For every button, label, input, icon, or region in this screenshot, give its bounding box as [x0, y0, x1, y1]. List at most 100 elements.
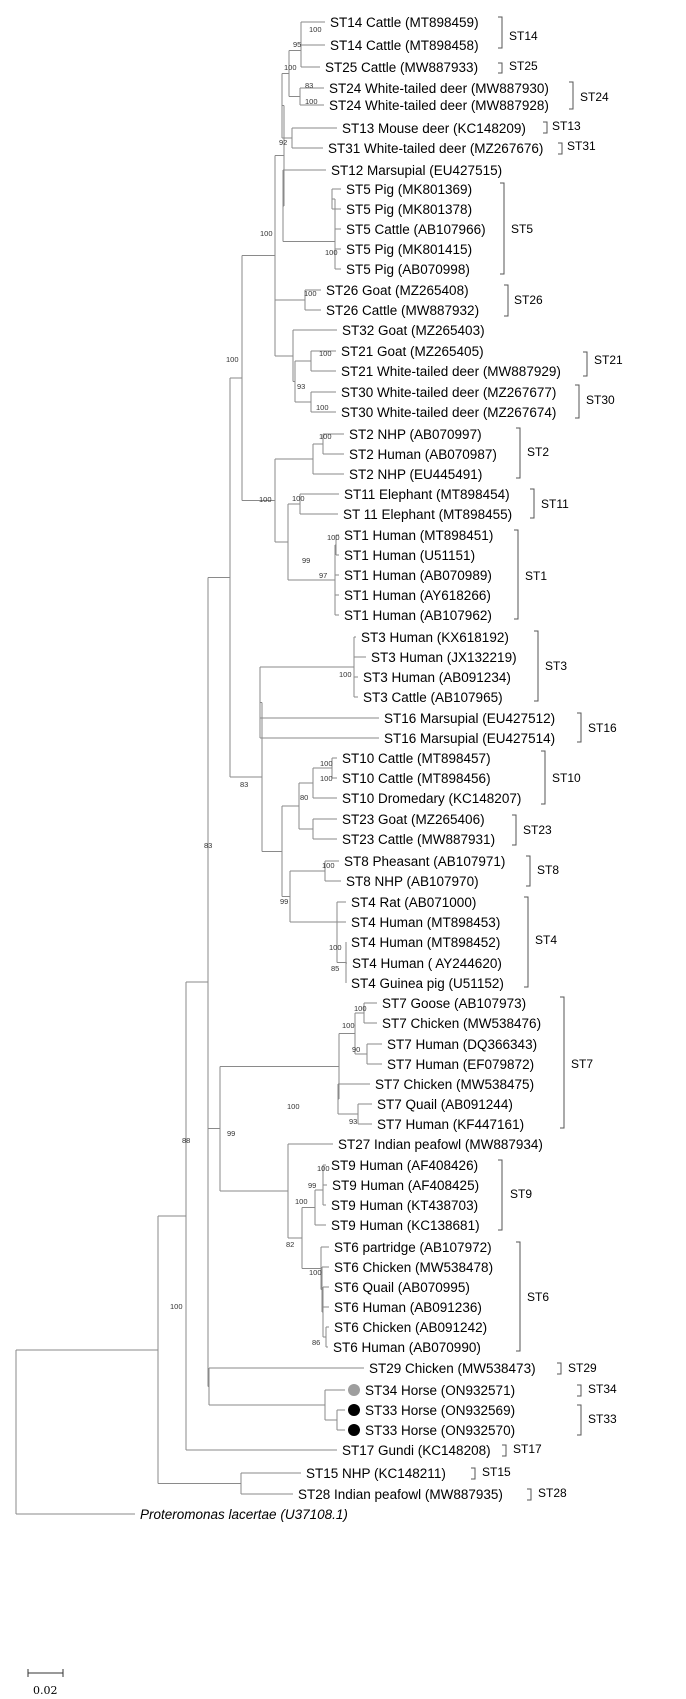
leaf-label: ST33 Horse (ON932569) — [365, 1403, 515, 1418]
leaf-label: ST6 Quail (AB070995) — [334, 1280, 470, 1295]
leaf-label: ST7 Human (DQ366343) — [387, 1037, 537, 1052]
leaf-label: ST9 Human (AF408426) — [331, 1158, 478, 1173]
support-value: 100 — [320, 774, 333, 783]
leaf-label: ST21 White-tailed deer (MW887929) — [341, 364, 561, 379]
support-value: 100 — [170, 1302, 183, 1311]
support-values: 9510010010092100831001001009310010010099… — [170, 25, 367, 1347]
support-value: 100 — [304, 289, 317, 298]
leaf-label: ST6 Chicken (MW538478) — [334, 1260, 493, 1275]
clade-label: ST5 — [511, 222, 533, 236]
clade-bracket — [526, 855, 531, 887]
leaf-label: ST30 White-tailed deer (MZ267677) — [341, 385, 556, 400]
leaf-label: ST9 Human (KC138681) — [331, 1218, 480, 1233]
clade-label: ST1 — [525, 569, 547, 583]
leaf-label: ST29 Chicken (MW538473) — [369, 1361, 536, 1376]
leaf-label: ST14 Cattle (MT898458) — [330, 38, 479, 53]
support-value: 100 — [327, 533, 340, 542]
clade-bracket — [512, 814, 517, 846]
support-value: 100 — [325, 248, 338, 257]
leaf-label: ST10 Cattle (MT898457) — [342, 751, 491, 766]
leaf-label: ST5 Pig (MK801378) — [346, 202, 472, 217]
clade-label: ST17 — [513, 1442, 542, 1456]
support-value: 100 — [226, 355, 239, 364]
clade-label: ST7 — [571, 1057, 593, 1071]
clade-bracket — [514, 529, 519, 620]
scale-bar-label: 0.02 — [33, 1684, 58, 1697]
leaf-label: ST7 Chicken (MW538475) — [375, 1077, 534, 1092]
support-value: 100 — [317, 1164, 330, 1173]
leaf-label: ST6 Human (AB091236) — [334, 1300, 482, 1315]
leaf-label: ST7 Quail (AB091244) — [377, 1097, 513, 1112]
clade-bracket — [516, 427, 521, 479]
support-value: 99 — [308, 1181, 316, 1190]
leaf-label: ST7 Human (EF079872) — [387, 1057, 534, 1072]
clade-bracket — [524, 896, 529, 988]
leaf-label: ST1 Human (AB107962) — [344, 608, 492, 623]
support-value: 86 — [312, 1338, 320, 1347]
clade-label: ST14 — [509, 29, 538, 43]
leaf-label: ST1 Human (AY618266) — [344, 588, 491, 603]
support-value: 80 — [300, 793, 308, 802]
support-value: 88 — [182, 1136, 190, 1145]
leaf-label: ST31 White-tailed deer (MZ267676) — [328, 141, 543, 156]
leaf-marker-dot — [348, 1424, 360, 1436]
support-value: 83 — [305, 81, 313, 90]
support-value: 100 — [339, 670, 352, 679]
clade-bracket — [534, 630, 539, 702]
support-value: 100 — [309, 25, 322, 34]
leaf-label: ST9 Human (KT438703) — [331, 1198, 478, 1213]
leaf-label: ST4 Human (MT898452) — [351, 935, 500, 950]
leaf-label: ST23 Goat (MZ265406) — [342, 812, 485, 827]
leaf-label: ST6 Human (AB070990) — [333, 1340, 481, 1355]
leaf-label: ST2 NHP (EU445491) — [349, 467, 482, 482]
support-value: 83 — [240, 780, 248, 789]
clade-label: ST33 — [588, 1412, 617, 1426]
support-value: 100 — [316, 403, 329, 412]
leaf-label: ST13 Mouse deer (KC148209) — [342, 121, 526, 136]
leaf-markers — [348, 1384, 360, 1436]
leaf-label: ST3 Human (JX132219) — [371, 650, 517, 665]
clade-bracket — [527, 1488, 532, 1501]
leaf-label: ST8 Pheasant (AB107971) — [344, 854, 505, 869]
support-value: 100 — [260, 229, 273, 238]
support-value: 100 — [305, 97, 318, 106]
support-value: 100 — [309, 1268, 322, 1277]
leaf-label: ST33 Horse (ON932570) — [365, 1423, 515, 1438]
support-value: 95 — [293, 40, 301, 49]
clade-bracket — [502, 1444, 507, 1457]
clade-bracket — [583, 351, 588, 377]
leaf-label: ST26 Goat (MZ265408) — [326, 283, 469, 298]
leaf-label: ST23 Cattle (MW887931) — [342, 832, 495, 847]
clade-label: ST16 — [588, 721, 617, 735]
leaf-label: ST7 Goose (AB107973) — [382, 996, 526, 1011]
leaf-label: ST5 Pig (MK801415) — [346, 242, 472, 257]
clade-label: ST21 — [594, 353, 623, 367]
leaf-label: ST5 Pig (AB070998) — [346, 262, 470, 277]
leaf-label: ST10 Cattle (MT898456) — [342, 771, 491, 786]
tree-branches — [15, 21, 382, 1515]
clade-label: ST31 — [567, 139, 596, 153]
clade-bracket — [577, 712, 582, 743]
clade-bracket — [530, 488, 535, 519]
leaf-label: ST24 White-tailed deer (MW887930) — [329, 81, 549, 96]
clade-bracket — [569, 81, 574, 110]
clade-bracket — [504, 284, 509, 317]
support-value: 82 — [286, 1240, 294, 1249]
leaf-marker-dot — [348, 1384, 360, 1396]
clade-bracket — [575, 384, 580, 419]
leaf-label: ST5 Pig (MK801369) — [346, 182, 472, 197]
clade-label: ST29 — [568, 1361, 597, 1375]
support-value: 100 — [320, 759, 333, 768]
clade-label: ST4 — [535, 933, 557, 947]
leaf-label: ST16 Marsupial (EU427512) — [384, 711, 555, 726]
support-value: 93 — [297, 382, 305, 391]
leaf-label: ST7 Human (KF447161) — [377, 1117, 524, 1132]
support-value: 100 — [287, 1102, 300, 1111]
clade-labels: ST14ST25ST24ST13ST31ST5ST26ST21ST30ST2ST… — [482, 29, 623, 1500]
clade-bracket — [498, 62, 503, 74]
support-value: 97 — [319, 571, 327, 580]
leaf-label: ST2 NHP (AB070997) — [349, 427, 482, 442]
support-value: 99 — [302, 556, 310, 565]
leaf-label: ST6 partridge (AB107972) — [334, 1240, 492, 1255]
